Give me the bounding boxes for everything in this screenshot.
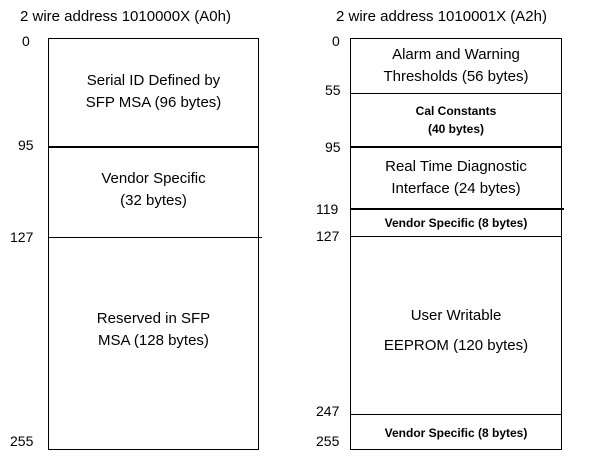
a0-region-serial-id: Serial ID Defined by SFP MSA (96 bytes)	[85, 72, 222, 111]
a2-region-cal-constants: Cal Constants (40 bytes)	[415, 104, 497, 136]
a0-address-95: 95	[18, 137, 34, 153]
a0-address-255: 255	[10, 433, 34, 449]
a2-region-user-eeprom: User Writable EEPROM (120 bytes)	[383, 306, 529, 354]
a0-region-reserved: Reserved in SFP MSA (128 bytes)	[96, 310, 211, 349]
a2-title: 2 wire address 1010001X (A2h)	[336, 8, 547, 25]
a0-divider-95	[48, 146, 259, 148]
a0-address-127: 127	[10, 229, 34, 245]
a2-memory-map	[350, 38, 562, 450]
a2-address-55: 55	[325, 82, 341, 98]
a0-address-0: 0	[22, 33, 30, 49]
a2-address-119: 119	[316, 201, 339, 217]
a2-address-95: 95	[325, 139, 341, 155]
a2-divider-55	[350, 93, 562, 94]
a2-divider-119	[350, 208, 564, 210]
a2-divider-247	[350, 414, 562, 415]
a2-region-vendor-specific-1: Vendor Specific (8 bytes)	[384, 216, 528, 230]
a2-region-vendor-specific-2: Vendor Specific (8 bytes)	[384, 425, 528, 440]
a2-divider-127	[350, 236, 562, 237]
a2-address-127: 127	[316, 228, 340, 244]
a2-address-247: 247	[316, 403, 340, 419]
a0-memory-map	[48, 38, 259, 450]
a2-address-255: 255	[316, 433, 340, 449]
a0-title: 2 wire address 1010000X (A0h)	[20, 8, 231, 25]
a0-divider-127	[48, 237, 262, 238]
a0-region-vendor-specific: Vendor Specific (32 bytes)	[101, 169, 206, 209]
a2-divider-95	[350, 146, 562, 148]
a2-region-alarm-warning: Alarm and Warning Thresholds (56 bytes)	[383, 45, 529, 85]
a2-region-diagnostic-interface: Real Time Diagnostic Interface (24 bytes…	[385, 158, 527, 197]
a2-address-0: 0	[332, 33, 340, 49]
